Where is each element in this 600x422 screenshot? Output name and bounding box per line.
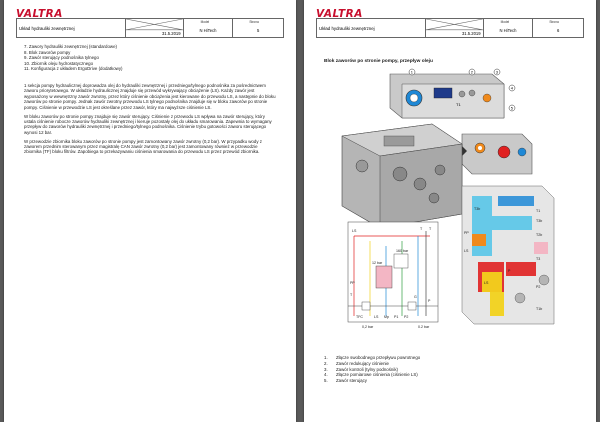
paragraph: W przewodzie zbiornika bloku zaworów po … <box>24 138 262 155</box>
callout-2: 2 <box>471 70 474 75</box>
section-title: Blok zaworów po stronie pompy, przepływ … <box>324 59 433 64</box>
header-title-cell: Układ hydrauliki zewnętrznej <box>16 18 126 38</box>
header-cross-box: 31.5.2019 <box>124 18 184 38</box>
component-list: 7. Zawory hydrauliki zewnętrznej (standa… <box>24 44 123 72</box>
label-ls-yellow: LS <box>484 281 489 285</box>
label-p1: P1 <box>394 315 398 319</box>
label-t1-right: T1 <box>536 209 540 213</box>
legend-item: 2.Zawór redukujący ciśnienie <box>324 360 389 366</box>
page-header-table: Układ hydrauliki zewnętrznej 31.5.2019 M… <box>16 18 284 38</box>
label-02bar-b: 0,2 bar <box>362 325 374 329</box>
header-date: 31.5.2019 <box>461 31 481 36</box>
legend-item: 1.Złącze swobodnego przepływu powrotnego <box>324 355 421 360</box>
label-t1b: T1b <box>536 307 542 311</box>
label-tfc: TFC <box>356 315 363 319</box>
paragraph: W bloku zaworów po stronie pompy znajduj… <box>24 113 272 135</box>
upper-valve-block: T1 <box>389 73 505 119</box>
right-page: VALTRA Układ hydrauliki zewnętrznej 31.5… <box>304 0 596 422</box>
label-ls-right: LS <box>464 249 469 253</box>
label-t-top: T <box>420 227 423 231</box>
label-p2-right: P2 <box>536 285 540 289</box>
callout-3: 3 <box>496 70 499 75</box>
label-mp: Mp <box>384 315 389 319</box>
label-t3b-right: T3b <box>536 219 542 223</box>
label-p2: P2 <box>404 315 408 319</box>
label-160bar: 160 bar <box>396 249 409 253</box>
label-t2b: T2b <box>536 233 542 237</box>
main-block-perspective <box>341 123 463 229</box>
label-pp-right: PP <box>464 231 469 235</box>
valve-block-diagram: T1 1 2 3 4 5 <box>341 68 555 329</box>
callout-4: 4 <box>511 86 514 91</box>
list-item: 8. Blok zaworów pompy <box>24 49 71 55</box>
legend-item: 3.Zawór kontroli (tylny podnośnik) <box>324 366 398 372</box>
body-text: 1 sekcja pompy hydraulicznej doprowadza … <box>24 83 276 158</box>
list-item: 11. Konfiguracja z układem ErgoDrive (do… <box>24 66 123 72</box>
list-item: 7. Zawory hydrauliki zewnętrznej (standa… <box>24 44 117 49</box>
left-page: VALTRA Układ hydrauliki zewnętrznej 31.5… <box>4 0 296 422</box>
list-item: 9. Zawór sterujący podnośnika tylnego <box>24 55 99 61</box>
label-t: T <box>429 227 432 231</box>
cutaway-valve-block <box>461 185 555 325</box>
list-item: 10. Zbiornik oleju hydrostatycznego <box>24 60 94 66</box>
label-t3: T3 <box>536 257 540 261</box>
label-g: G <box>414 295 417 299</box>
label-t3b: T3b <box>474 207 480 211</box>
header-date: 31.5.2019 <box>161 31 181 36</box>
page-header-table: Układ hydrauliki zewnętrznej 31.5.2019 M… <box>316 18 584 38</box>
label-tf: T <box>350 293 353 297</box>
valtra-logo: VALTRA <box>316 8 363 20</box>
hydraulic-schematic <box>347 221 439 323</box>
label-ls-bottom: LS <box>374 315 379 319</box>
header-title-cell: Układ hydrauliki zewnętrznej <box>316 18 426 38</box>
header-cross-box: 31.5.2019 <box>424 18 484 38</box>
label-02bar-a: 0.2 bar <box>418 325 430 329</box>
valtra-logo: VALTRA <box>16 8 63 20</box>
legend-list: 1.Złącze swobodnego przepływu powrotnego… <box>324 355 420 384</box>
legend-item: 4.Złącze pomiarowe ciśnienia (ciśnienie … <box>324 372 418 378</box>
label-12bar: 12 bar <box>372 261 383 265</box>
label-p: P <box>428 299 431 303</box>
label-pp: PP <box>350 281 355 285</box>
callout-5: 5 <box>511 106 514 111</box>
paragraph: 1 sekcja pompy hydraulicznej doprowadza … <box>24 83 276 110</box>
label-t1: T1 <box>456 102 461 107</box>
callout-1: 1 <box>411 70 414 75</box>
label-ls: LS <box>352 229 357 233</box>
legend-item: 5.Zawór sterujący <box>324 378 367 384</box>
label-p-mid: P <box>508 269 511 273</box>
